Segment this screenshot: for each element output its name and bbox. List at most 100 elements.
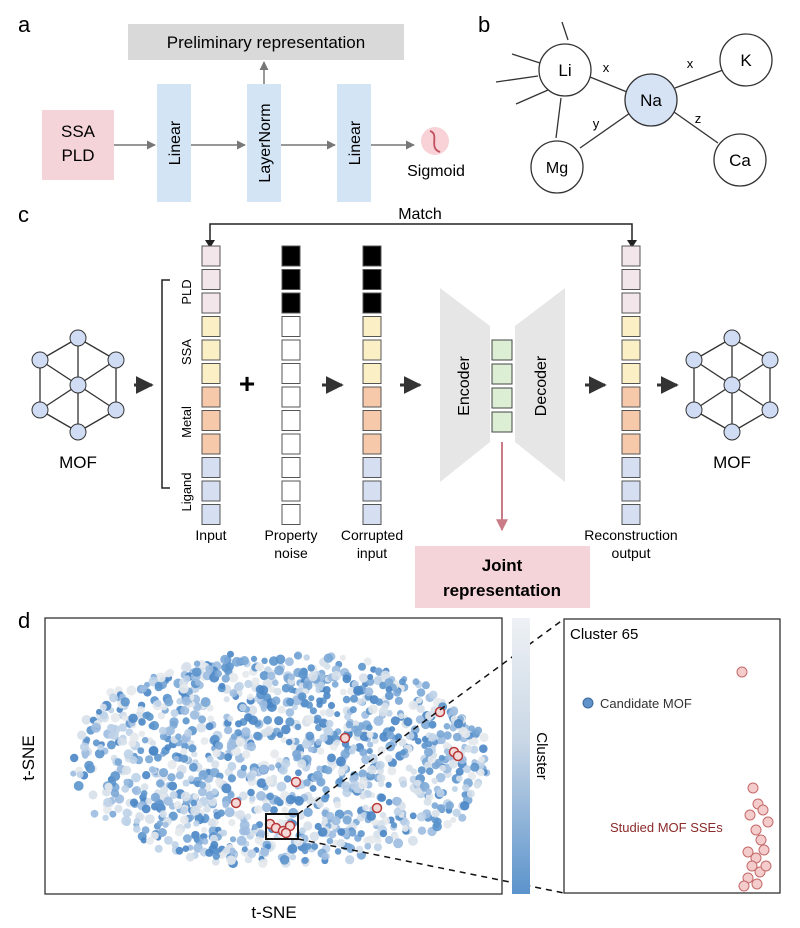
- candidate-mof-point: [288, 673, 296, 681]
- studied-mof-point: [371, 802, 383, 814]
- candidate-mof-point: [148, 766, 156, 773]
- match-bracket: [209, 223, 633, 242]
- candidate-mof-point: [201, 838, 209, 845]
- match-arrowhead-right: [627, 240, 637, 248]
- candidate-mof-point: [120, 738, 128, 746]
- candidate-mof-point: [403, 717, 413, 727]
- candidate-mof-point: [94, 748, 105, 759]
- candidate-mof-point: [263, 715, 272, 725]
- layer-layernorm-label: LayerNorm: [257, 103, 274, 182]
- candidate-mof-point: [304, 714, 315, 725]
- candidate-mof-point: [189, 762, 198, 772]
- candidate-mof-point: [249, 795, 256, 802]
- candidate-mof-point: [285, 717, 295, 727]
- input-cell: [201, 316, 221, 337]
- candidate-mof-point: [224, 753, 232, 762]
- candidate-mof-point: [358, 779, 368, 790]
- candidate-mof-point: [322, 686, 331, 694]
- candidate-mof-point: [271, 696, 281, 705]
- candidate-mof-point: [241, 826, 251, 836]
- colorbar-label: Cluster: [533, 732, 550, 780]
- candidate-mof-point: [328, 830, 337, 839]
- candidate-mof-point: [235, 737, 246, 747]
- edge-li-mg: [555, 97, 562, 139]
- node-ca-label: Ca: [729, 151, 751, 170]
- candidate-mof-point: [318, 718, 329, 728]
- candidate-mof-point: [342, 674, 352, 684]
- candidate-mof-point: [337, 828, 346, 836]
- candidate-mof-point: [416, 704, 425, 714]
- edge-na-k: [674, 69, 724, 89]
- candidate-mof-point: [351, 774, 359, 782]
- noise-cell: [281, 480, 301, 502]
- candidate-mof-point: [247, 788, 255, 797]
- candidate-mof-point: [168, 811, 178, 821]
- candidate-mof-point: [463, 765, 472, 774]
- candidate-mof-point: [221, 674, 230, 683]
- candidate-mof-point: [353, 786, 360, 793]
- candidate-mof-point: [156, 672, 166, 683]
- candidate-mof-point: [198, 787, 207, 797]
- edge-label-li-na: x: [603, 60, 610, 75]
- candidate-mof-point: [175, 846, 184, 855]
- label-input: Input: [195, 527, 226, 543]
- inset-studied-point: [742, 846, 754, 858]
- candidate-mof-point: [201, 833, 208, 840]
- candidate-mof-point: [156, 779, 165, 788]
- noise-cell: [281, 410, 301, 431]
- candidate-mof-point: [364, 687, 374, 697]
- candidate-mof-point: [341, 781, 351, 791]
- candidate-mof-point: [175, 733, 182, 740]
- preliminary-box: [128, 24, 404, 60]
- inset-studied-point: [760, 860, 772, 872]
- candidate-mof-point: [128, 713, 138, 723]
- candidate-mof-point: [217, 809, 225, 817]
- candidate-mof-point: [359, 748, 368, 757]
- corrupted-cell: [362, 504, 382, 525]
- candidate-mof-point: [185, 852, 195, 862]
- candidate-mof-point: [470, 762, 480, 772]
- candidate-mof-point: [334, 711, 341, 718]
- candidate-mof-point: [417, 826, 427, 835]
- layer-layernorm: [247, 84, 281, 202]
- candidate-mof-point: [280, 736, 288, 744]
- reconstruction-cell: [621, 433, 641, 455]
- candidate-mof-point: [241, 727, 251, 737]
- candidate-mof-point: [349, 706, 357, 714]
- candidate-mof-point: [285, 794, 296, 805]
- candidate-mof-point: [477, 768, 485, 777]
- legend-candidate-marker: [582, 697, 594, 709]
- candidate-mof-point: [358, 662, 366, 671]
- candidate-mof-point: [385, 835, 394, 845]
- cluster-colorbar: [512, 618, 530, 894]
- candidate-mof-point: [77, 730, 87, 740]
- candidate-mof-point: [315, 681, 325, 691]
- candidate-mof-point: [133, 825, 141, 833]
- inset-studied-point: [755, 834, 767, 846]
- candidate-mof-point: [452, 808, 461, 817]
- candidate-mof-point: [180, 791, 191, 802]
- candidate-mof-point: [156, 820, 164, 827]
- candidate-mof-point: [291, 704, 298, 711]
- candidate-mof-point: [424, 747, 433, 757]
- candidate-mof-point: [154, 681, 163, 689]
- candidate-mof-point: [357, 830, 365, 838]
- studied-mof-point: [230, 797, 242, 809]
- candidate-mof-point: [439, 764, 446, 772]
- candidate-mof-point: [333, 801, 342, 809]
- candidate-mof-point: [139, 685, 147, 693]
- candidate-mof-point: [269, 806, 278, 815]
- candidate-mof-point: [452, 732, 462, 742]
- latent-cell: [491, 411, 513, 433]
- noise-cell: [281, 245, 301, 267]
- reconstruction-cell: [621, 386, 641, 408]
- candidate-mof-point: [431, 777, 438, 785]
- candidate-mof-point: [432, 821, 442, 832]
- node-na-label: Na: [640, 91, 662, 110]
- corrupted-cell: [362, 269, 382, 290]
- candidate-mof-point: [138, 730, 145, 737]
- zoom-box: [265, 813, 299, 840]
- candidate-mof-point: [294, 723, 302, 731]
- feature-group-bracket: [161, 279, 170, 489]
- input-cell: [201, 433, 221, 455]
